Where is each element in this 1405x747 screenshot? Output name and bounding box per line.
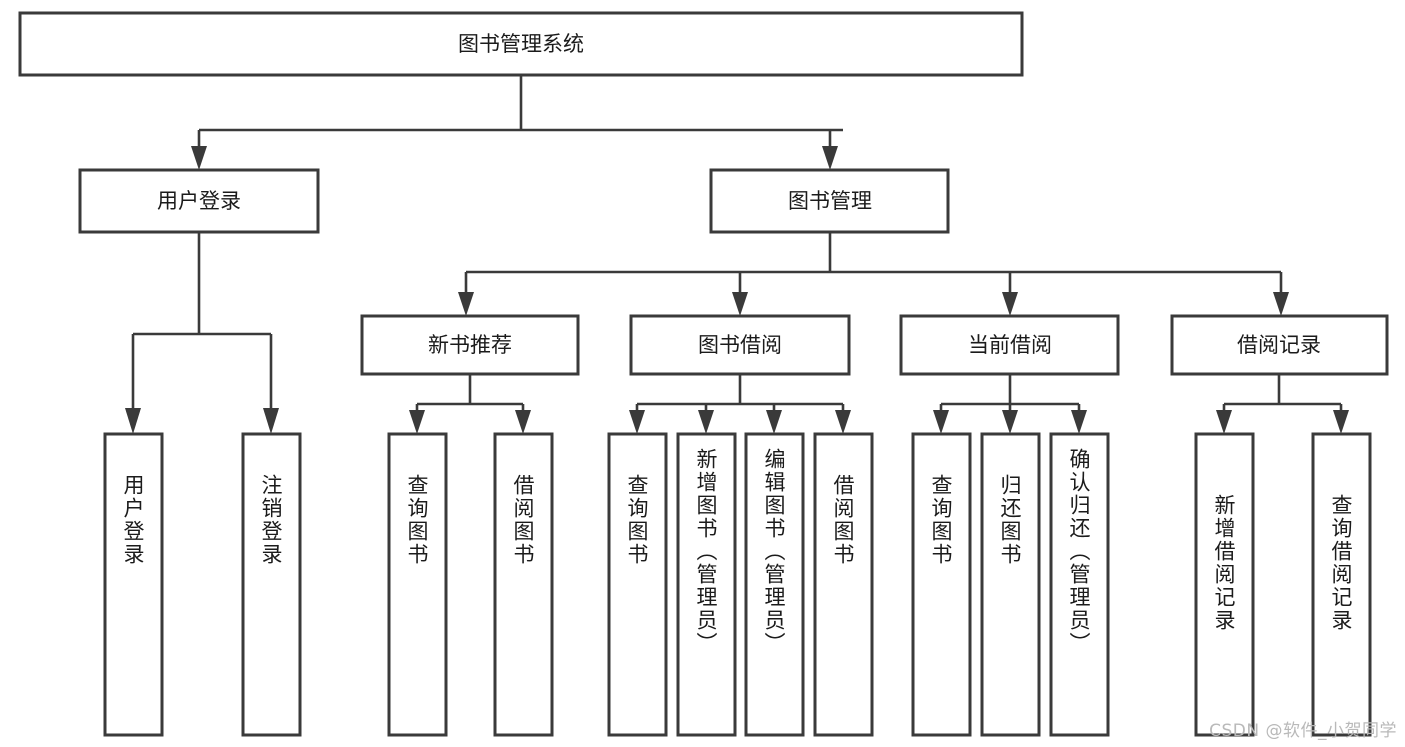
node-leaf-cur-return-label: 归还图书 [998,474,1022,566]
node-leaf-borrow-query-label: 查询图书 [625,474,649,566]
node-leaf-rec-search[interactable]: 查询借阅记录 [1311,432,1372,737]
node-leaf-rec-query-label: 查询图书 [405,474,429,566]
connector-bookborrow-to-leaves [635,374,845,414]
node-user-login-label: 用户登录 [157,189,241,213]
node-current-borrow[interactable]: 当前借阅 [899,314,1120,376]
node-borrow-record[interactable]: 借阅记录 [1170,314,1389,376]
node-leaf-rec-search-label: 查询借阅记录 [1329,494,1353,632]
node-leaf-cur-confirm[interactable]: 确认归还（管理员） [1049,432,1110,737]
connector-borrowrecord-to-leaves [1222,374,1343,414]
arrow-to-book-borrow [732,292,748,316]
node-book-borrow-label: 图书借阅 [698,333,782,357]
node-leaf-borrow-query[interactable]: 查询图书 [607,432,668,737]
node-leaf-cur-query[interactable]: 查询图书 [911,432,972,737]
arrow-to-leaf-cur-return [1002,410,1018,434]
arrow-to-leaf-cur-query [933,410,949,434]
node-new-book-rec[interactable]: 新书推荐 [360,314,580,376]
node-user-login[interactable]: 用户登录 [78,168,320,234]
node-leaf-rec-add-label: 新增借阅记录 [1212,494,1236,632]
node-leaf-cur-confirm-label: 确认归还（管理员） [1067,448,1091,655]
arrow-to-borrow-record [1273,292,1289,316]
node-root-label: 图书管理系统 [458,32,584,56]
node-leaf-rec-borrow[interactable]: 借阅图书 [493,432,554,737]
node-leaf-borrow-edit-label: 编辑图书（管理员） [762,448,786,655]
node-leaf-logout[interactable]: 注销登录 [241,432,302,737]
node-leaf-cur-return[interactable]: 归还图书 [980,432,1041,737]
arrow-to-leaf-logout [263,408,279,434]
node-leaf-cur-query-label: 查询图书 [929,474,953,566]
connector-userlogin-to-leaves [131,232,273,410]
arrow-to-leaf-rec-borrow [515,410,531,434]
node-book-borrow[interactable]: 图书借阅 [629,314,851,376]
node-leaf-rec-add[interactable]: 新增借阅记录 [1194,432,1255,737]
node-root[interactable]: 图书管理系统 [18,11,1024,77]
node-leaf-borrow-add-label: 新增图书（管理员） [694,448,718,655]
node-leaf-borrow-add[interactable]: 新增图书（管理员） [676,432,737,737]
arrow-to-current-borrow [1002,292,1018,316]
arrow-to-leaf-rec-add [1216,410,1232,434]
arrow-to-new-book-rec [458,292,474,316]
node-leaf-borrow-edit[interactable]: 编辑图书（管理员） [744,432,805,737]
arrow-to-user-login [191,146,207,170]
node-leaf-borrow-borrow-label: 借阅图书 [831,474,855,566]
arrow-to-leaf-cur-confirm [1071,410,1087,434]
connector-newbookrec-to-leaves [415,374,525,414]
node-borrow-record-label: 借阅记录 [1237,333,1321,357]
arrow-to-book-manage [822,146,838,170]
arrow-to-leaf-user-login [125,408,141,434]
arrow-to-leaf-borrow-add [698,410,714,434]
node-leaf-user-login-label: 用户登录 [121,474,145,566]
node-leaf-logout-label: 注销登录 [259,474,283,566]
arrow-to-leaf-borrow-query [629,410,645,434]
connector-currentborrow-to-leaves [939,374,1081,414]
connector-root-to-level2 [197,75,843,158]
node-book-manage-label: 图书管理 [788,189,872,213]
node-current-borrow-label: 当前借阅 [968,333,1052,357]
node-leaf-borrow-borrow[interactable]: 借阅图书 [813,432,874,737]
arrow-to-leaf-borrow-edit [766,410,782,434]
node-leaf-rec-borrow-label: 借阅图书 [511,474,535,566]
connector-bookmanage-to-level3 [464,232,1283,296]
node-new-book-rec-label: 新书推荐 [428,333,512,357]
arrow-to-leaf-rec-query [409,410,425,434]
node-book-manage[interactable]: 图书管理 [709,168,950,234]
node-leaf-rec-query[interactable]: 查询图书 [387,432,448,737]
node-leaf-user-login[interactable]: 用户登录 [103,432,164,737]
arrow-to-leaf-borrow-borrow [835,410,851,434]
arrow-to-leaf-rec-search [1333,410,1349,434]
